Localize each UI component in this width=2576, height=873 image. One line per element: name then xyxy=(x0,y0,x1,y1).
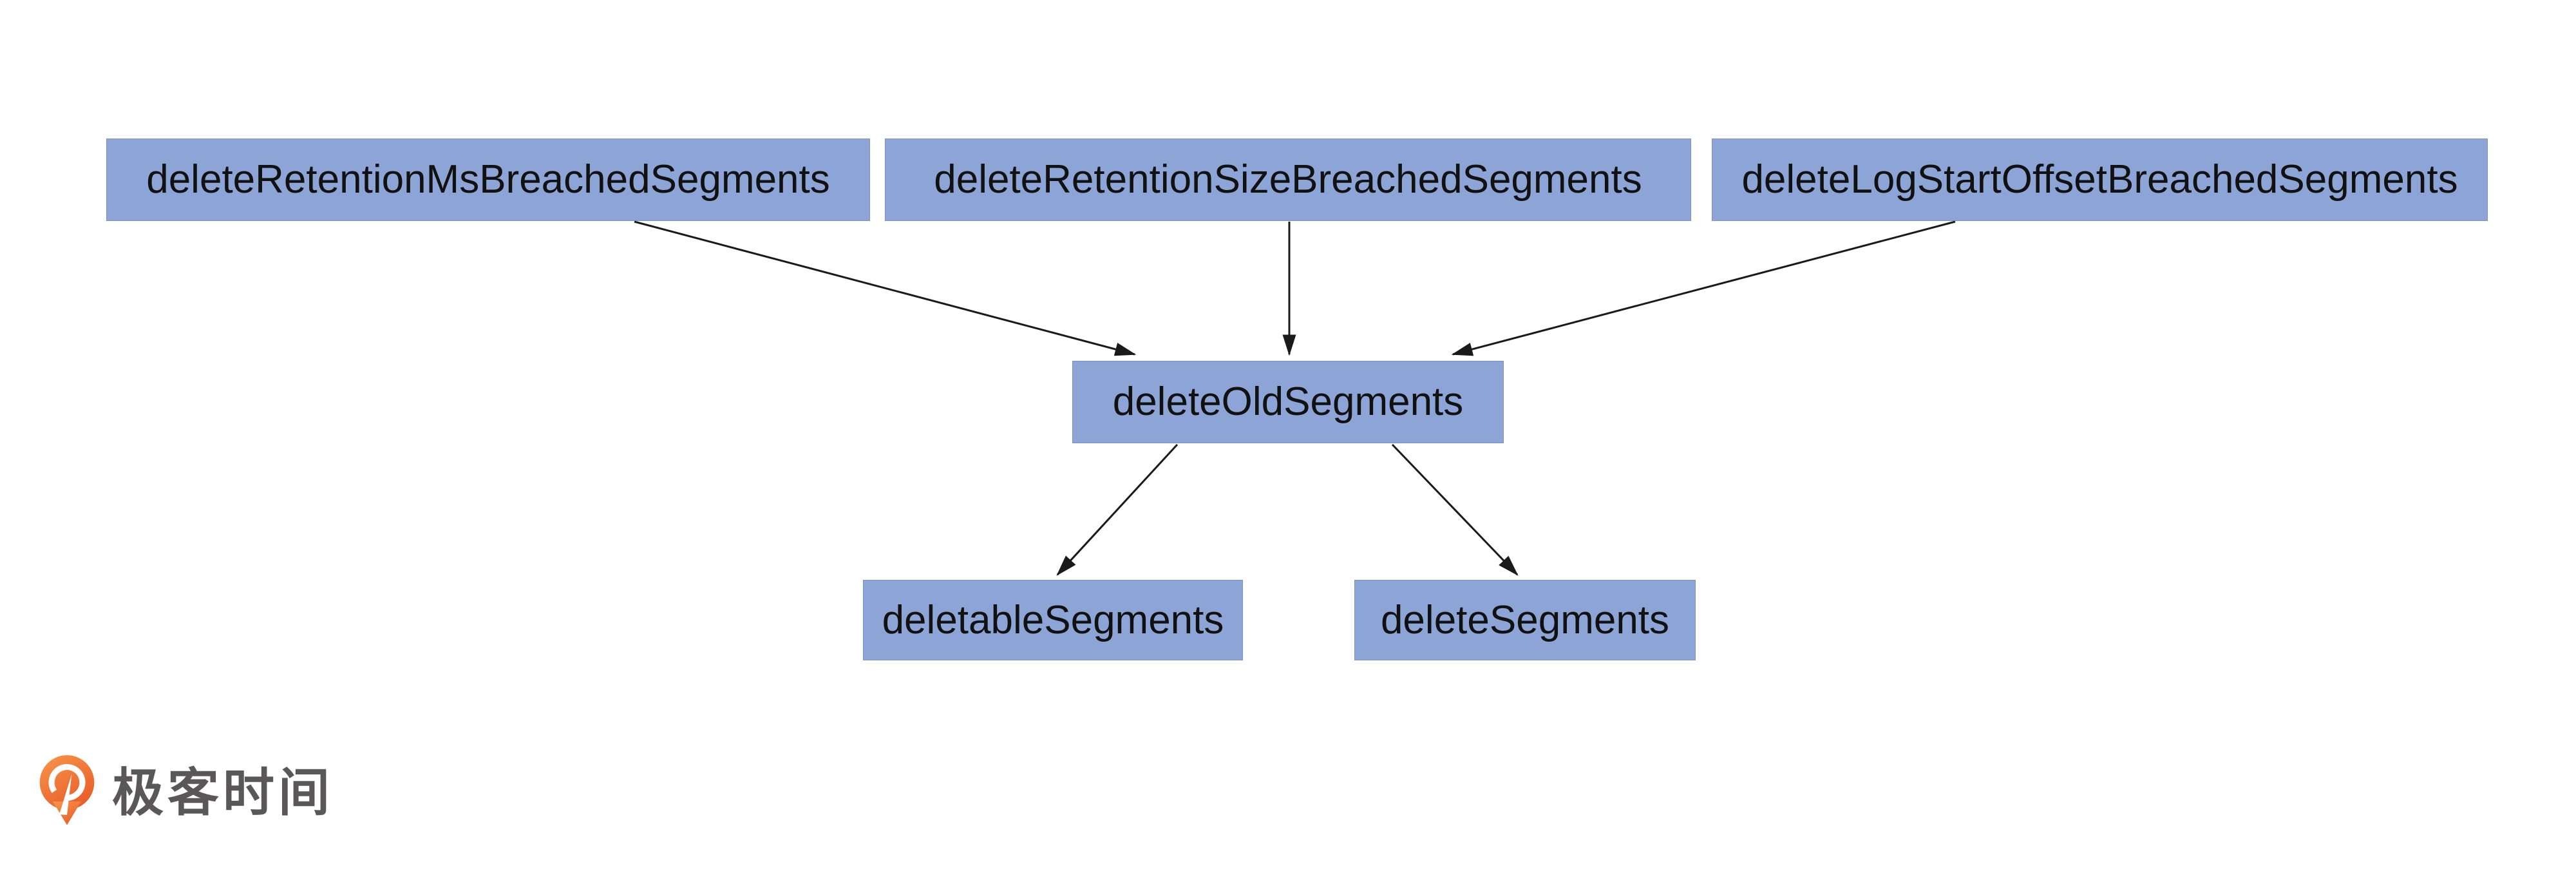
geektime-logo-text: 极客时间 xyxy=(112,764,334,821)
node-deleteOldSegments: deleteOldSegments xyxy=(1072,361,1504,443)
node-deleteLogStartOffsetBreachedSegments: deleteLogStartOffsetBreachedSegments xyxy=(1712,139,2488,221)
geektime-pin-icon xyxy=(39,755,95,825)
node-label: deletableSegments xyxy=(882,597,1224,642)
edge-logStartOffset-to-oldSegments xyxy=(1451,220,1956,356)
node-label: deleteRetentionSizeBreachedSegments xyxy=(934,157,1642,202)
node-label: deleteOldSegments xyxy=(1112,379,1464,424)
node-label: deleteRetentionMsBreachedSegments xyxy=(146,157,830,202)
geektime-logo: 极客时间 xyxy=(37,754,334,832)
node-deletableSegments: deletableSegments xyxy=(863,580,1243,660)
node-deleteSegments: deleteSegments xyxy=(1354,580,1696,660)
edge-oldSegments-to-deleteSegments xyxy=(1391,443,1519,576)
node-label: deleteLogStartOffsetBreachedSegments xyxy=(1741,157,2458,202)
edge-retentionMs-to-oldSegments xyxy=(634,220,1137,356)
edge-oldSegments-to-deletableSegments xyxy=(1056,443,1179,576)
node-deleteRetentionSizeBreachedSegments: deleteRetentionSizeBreachedSegments xyxy=(885,139,1691,221)
node-label: deleteSegments xyxy=(1380,597,1670,642)
node-deleteRetentionMsBreachedSegments: deleteRetentionMsBreachedSegments xyxy=(106,139,870,221)
